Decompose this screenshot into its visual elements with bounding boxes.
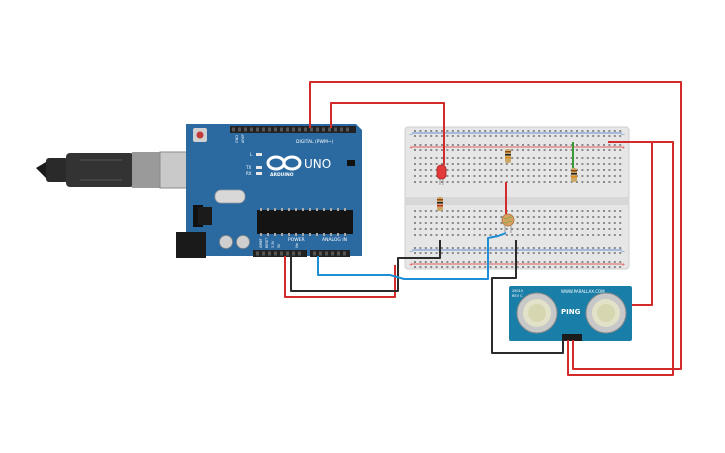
- wires: [284, 81, 682, 376]
- ioref-label: IOREF: [259, 238, 263, 248]
- sensor-brand: WWW.PARALLAX.COM: [561, 289, 605, 294]
- reset-label: RESET: [265, 238, 269, 248]
- brand-label: ARDUINO: [270, 172, 294, 178]
- svg-text:−: −: [621, 132, 625, 138]
- aref-label: AREF: [241, 134, 245, 143]
- svg-text:+: +: [621, 262, 625, 268]
- svg-text:−: −: [621, 249, 625, 255]
- photoresistor: [501, 213, 515, 233]
- microcontroller-chip: [257, 210, 353, 234]
- analog-header: [310, 250, 350, 257]
- wire-blue-analog: [317, 232, 507, 280]
- tx-label: TX: [245, 165, 251, 170]
- resistor-right: [571, 168, 577, 182]
- arduino-logo: [266, 155, 302, 171]
- vin-label: Vin: [295, 243, 299, 248]
- rx-label: RX: [246, 171, 252, 176]
- power-label: POWER: [288, 237, 305, 243]
- usb-cable: [36, 151, 193, 189]
- capacitor-icon: [236, 235, 250, 249]
- analog-label: ANALOG IN: [322, 237, 347, 243]
- arduino-uno-board[interactable]: DIGITAL (PWM~) AREF GND L TX RX UNO ARDU…: [176, 124, 362, 258]
- power-jack[interactable]: [176, 232, 206, 258]
- svg-text:+: +: [409, 262, 413, 268]
- red-led: [436, 164, 447, 185]
- wire-red-digital-to-sensor: [309, 81, 682, 370]
- capacitor-icon: [219, 235, 233, 249]
- svg-text:+: +: [621, 145, 625, 151]
- wire-black-gnd: [290, 240, 441, 292]
- digital-label: DIGITAL (PWM~): [296, 139, 334, 145]
- svg-text:+: +: [409, 145, 413, 151]
- 5v-label: 5V: [277, 243, 281, 248]
- resistor-top: [505, 149, 511, 163]
- wire-red-digital-to-led: [330, 102, 445, 165]
- svg-text:−: −: [409, 249, 413, 255]
- model-label: UNO: [304, 157, 331, 171]
- sensor-revision: REV C: [512, 294, 523, 298]
- gnd-label: GND: [235, 135, 239, 143]
- crystal-icon: [214, 189, 246, 204]
- wire-black-sensor: [491, 258, 564, 354]
- ping-ultrasonic-sensor[interactable]: WWW.PARALLAX.COM PING 28015 REV C: [509, 286, 632, 341]
- wire-red-5v: [284, 256, 396, 298]
- sensor-code: 28015: [512, 289, 523, 293]
- wire-red-rail-right: [608, 141, 653, 306]
- resistor-led: [437, 197, 443, 211]
- l-label: L: [250, 152, 253, 157]
- sensor-pins: [562, 334, 582, 341]
- svg-text:−: −: [409, 132, 413, 138]
- sensor-title: PING: [561, 308, 581, 316]
- breadboard-holes: [414, 130, 622, 268]
- 3v3-label: 3.3V: [271, 240, 275, 248]
